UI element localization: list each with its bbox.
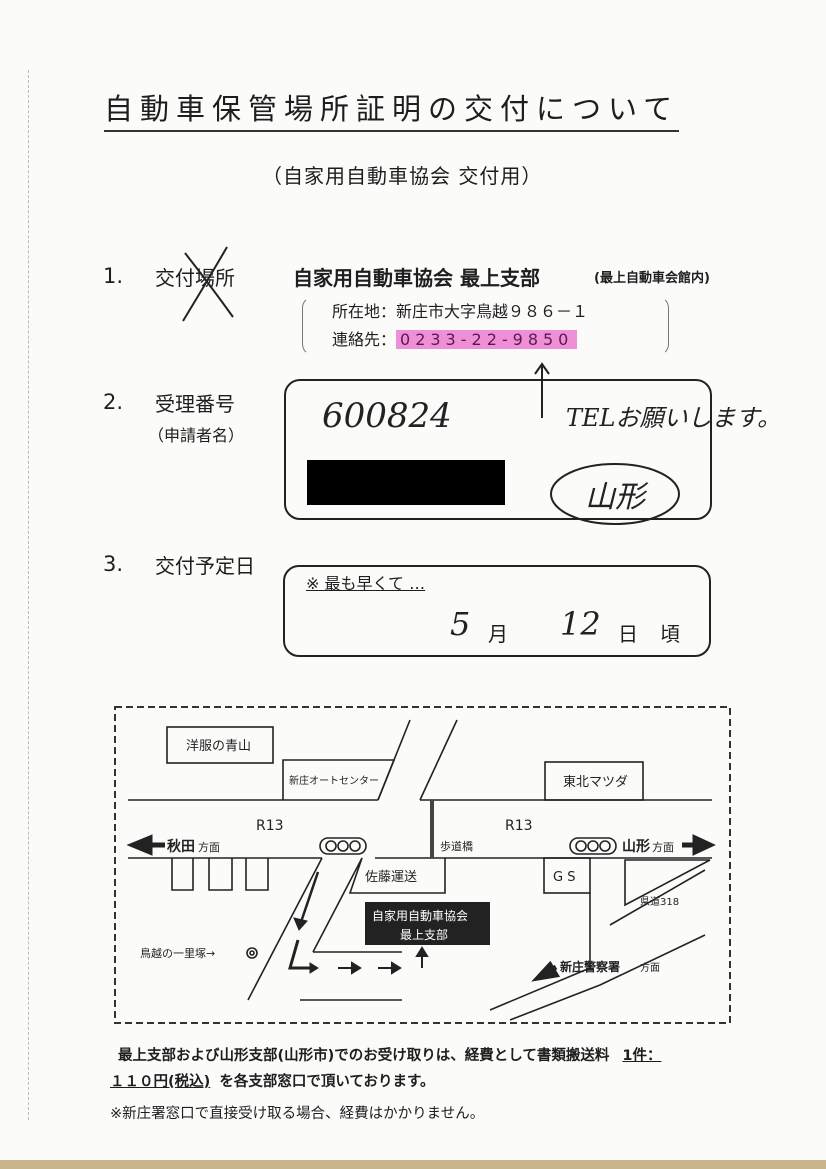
photo-background-edge (0, 1160, 826, 1169)
footer-line2: １１０円(税込) を各支部窓口で頂いております。 (110, 1070, 435, 1091)
arrow-left-akita-icon (126, 834, 165, 856)
office-note: (最上自動車会館内) (594, 271, 710, 286)
label-police: 新庄警察署 (560, 959, 620, 974)
page-subtitle: （自家用自動車協会 交付用） (262, 164, 543, 188)
side-road-b (419, 719, 458, 801)
side-road-a (377, 719, 411, 801)
arrow-up-handwritten-icon (534, 362, 550, 418)
label-gs: G S (553, 870, 575, 885)
date-suffix: 頃 (660, 622, 680, 646)
address-bracket (302, 296, 669, 356)
circle-mark (550, 463, 680, 525)
label-auto-center: 新庄オートセンター (289, 774, 379, 787)
label-destination-2: 最上支部 (400, 927, 448, 942)
footer-text1: 最上支部および山形支部(山形市)でのお受け取りは、経費として書類搬送料 (118, 1048, 610, 1064)
route-arrow-right-icon (378, 961, 402, 975)
destination-building (365, 902, 490, 945)
section3-number: 3. (103, 552, 124, 576)
label-yamagata: 山形 (622, 838, 650, 855)
ichirizuka-marker (246, 947, 258, 959)
mazda-building (544, 761, 644, 801)
handwritten-note: TELお願いします。 (566, 404, 782, 432)
cross-out-mark (182, 246, 234, 322)
diagonal-road-right (312, 857, 363, 953)
address-line: 所在地：新庄市大字鳥越９８６－１ (332, 298, 588, 322)
section2-sublabel: （申請者名） (148, 426, 245, 445)
office-name: 自家用自動車協会 最上支部 (293, 266, 540, 290)
route-arrow-turn-icon (288, 939, 312, 970)
arrow-police-icon (531, 960, 561, 982)
section3-label: 交付予定日 (155, 554, 255, 578)
diagonal-road-left (247, 857, 323, 1001)
fee-amount: １１０円(税込) (110, 1074, 211, 1090)
label-destination-1: 自家用自動車協会 (372, 908, 468, 923)
fee-count: 1件： (622, 1048, 662, 1064)
redacted-name (307, 460, 505, 505)
label-road-right: R13 (505, 818, 533, 834)
label-akita: 秋田 (167, 838, 195, 855)
receipt-number: 600824 (322, 396, 452, 436)
section1-number: 1. (103, 264, 124, 288)
arrow-right-yamagata-icon (682, 834, 716, 856)
section1-label: 交付場所 (155, 266, 235, 290)
label-road-left: R13 (256, 818, 284, 834)
date-note: ※ 最も早くて … (306, 574, 426, 593)
day-value: 12 (560, 605, 601, 643)
sato-building (348, 857, 446, 894)
address-value: 新庄市大字鳥越９８６－１ (396, 302, 589, 321)
section2-number: 2. (103, 390, 124, 414)
circled-note: 山形 (585, 480, 645, 515)
small-buildings (171, 858, 269, 891)
receipt-box (284, 379, 712, 520)
label-akita-suffix: 方面 (198, 840, 220, 854)
kendo318-triangle (624, 859, 711, 907)
footer-note: ※新庄署窓口で直接受け取る場合、経費はかかりません。 (110, 1106, 485, 1122)
address-label: 所在地： (332, 302, 397, 321)
footer-text2: を各支部窓口で頂いております。 (219, 1074, 435, 1090)
label-ichirizuka: 鳥越の一里塚→ (140, 946, 215, 960)
section2-label: 受理番号 (155, 392, 235, 416)
label-aoyama: 洋服の青山 (186, 739, 251, 754)
label-hodokyo: 歩道橋 (440, 839, 473, 853)
route-arrow-down-icon (298, 871, 320, 926)
police-road-a (489, 967, 591, 1011)
traffic-signal-right (569, 837, 617, 855)
route-arrow-right-icon (338, 961, 362, 975)
label-yamagata-suffix: 方面 (652, 840, 674, 854)
route-arrow-up-icon (415, 946, 429, 968)
contact-line: 連絡先：0233-22-9850 (332, 326, 578, 350)
page-title: 自動車保管場所証明の交付について (104, 86, 680, 132)
aoyama-building (166, 726, 274, 764)
perforation-line (28, 70, 29, 1120)
traffic-signal-left (319, 837, 367, 855)
month-unit: 月 (488, 622, 508, 646)
police-road-b (599, 934, 706, 986)
pedestrian-bridge (430, 800, 434, 858)
day-unit: 日 (618, 622, 638, 646)
label-police-suffix: 方面 (640, 961, 660, 974)
label-kendo: 県道318 (640, 895, 679, 908)
label-sato: 佐藤運送 (365, 870, 417, 885)
gs-building (543, 857, 591, 894)
map-border (114, 706, 731, 1024)
phone-number: 0233-22-9850 (396, 330, 578, 349)
footer-line1: 最上支部および山形支部(山形市)でのお受け取りは、経費として書類搬送料 1件： (118, 1044, 661, 1065)
month-value: 5 (450, 605, 471, 643)
date-box (283, 565, 711, 657)
contact-label: 連絡先： (332, 330, 397, 349)
label-mazda: 東北マツダ (563, 774, 628, 790)
